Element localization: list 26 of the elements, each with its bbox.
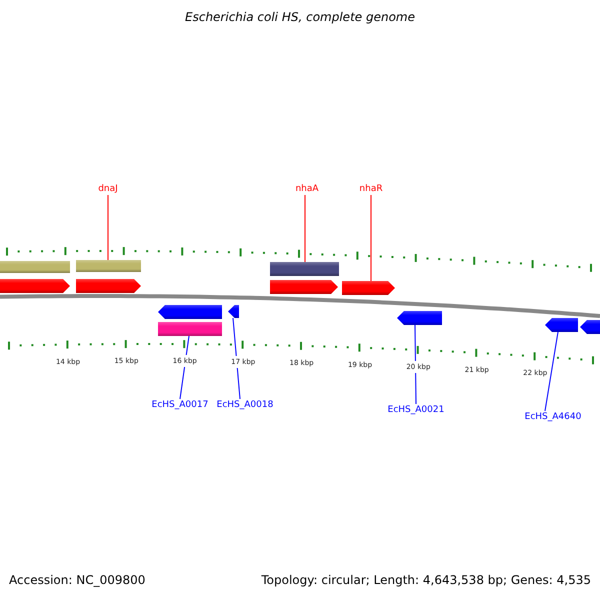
gene-feature (545, 318, 578, 332)
gene-feature (76, 279, 141, 293)
title: Escherichia coli HS, complete genome (185, 11, 415, 23)
footer-text: Accession: NC_009800 (9, 574, 146, 586)
leader-line (304, 194, 306, 262)
footer-text: Topology: circular; Length: 4,643,538 bp; Genes: 4,535 (261, 574, 591, 586)
gene-feature (0, 279, 70, 293)
gene-label: EcHS_A0018 (216, 399, 274, 411)
gene-label: EcHS_A4640 (524, 411, 582, 423)
leader-line (370, 194, 372, 282)
gene-feature (580, 320, 600, 334)
leader-line (544, 332, 558, 412)
gene-label: nhaA (295, 183, 319, 195)
gene-feature (158, 305, 222, 319)
gene-bar (76, 260, 141, 272)
gene-feature (397, 311, 442, 325)
gene-bar (270, 262, 339, 276)
gene-feature (270, 280, 338, 294)
gene-label: EcHS_A0017 (152, 399, 208, 411)
gene-label: nhaR (359, 183, 383, 195)
gene-feature (228, 305, 239, 318)
gene-label: EcHS_A0021 (388, 404, 444, 416)
gene-bar (0, 261, 70, 273)
gene-label: dnaJ (98, 183, 118, 195)
gene-bar (158, 322, 222, 336)
gene-feature (342, 281, 395, 295)
